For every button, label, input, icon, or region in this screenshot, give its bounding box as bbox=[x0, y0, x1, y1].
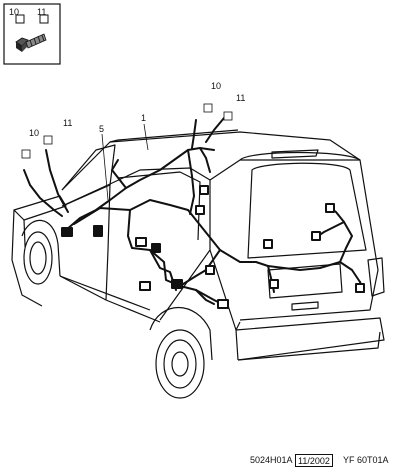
footer-code: YF 60T01A bbox=[343, 455, 389, 465]
inset-label-11: 11 bbox=[37, 7, 47, 17]
van-outline bbox=[11, 129, 385, 399]
screw-icon bbox=[15, 33, 47, 52]
callout-leaders bbox=[21, 103, 233, 201]
inset-label-10: 10 bbox=[9, 7, 20, 17]
callout-5: 5 bbox=[99, 124, 105, 134]
callout-10-left: 10 bbox=[29, 128, 40, 138]
callout-11-left: 11 bbox=[63, 118, 73, 128]
wiring-harness bbox=[23, 117, 365, 309]
footer-ref: 5024H01A bbox=[250, 455, 293, 465]
callout-11-right: 11 bbox=[236, 93, 246, 103]
inset-box bbox=[3, 3, 61, 65]
callout-1: 1 bbox=[141, 113, 147, 123]
callout-10-right: 10 bbox=[211, 81, 222, 91]
footer-date: 11/2002 bbox=[295, 454, 333, 467]
